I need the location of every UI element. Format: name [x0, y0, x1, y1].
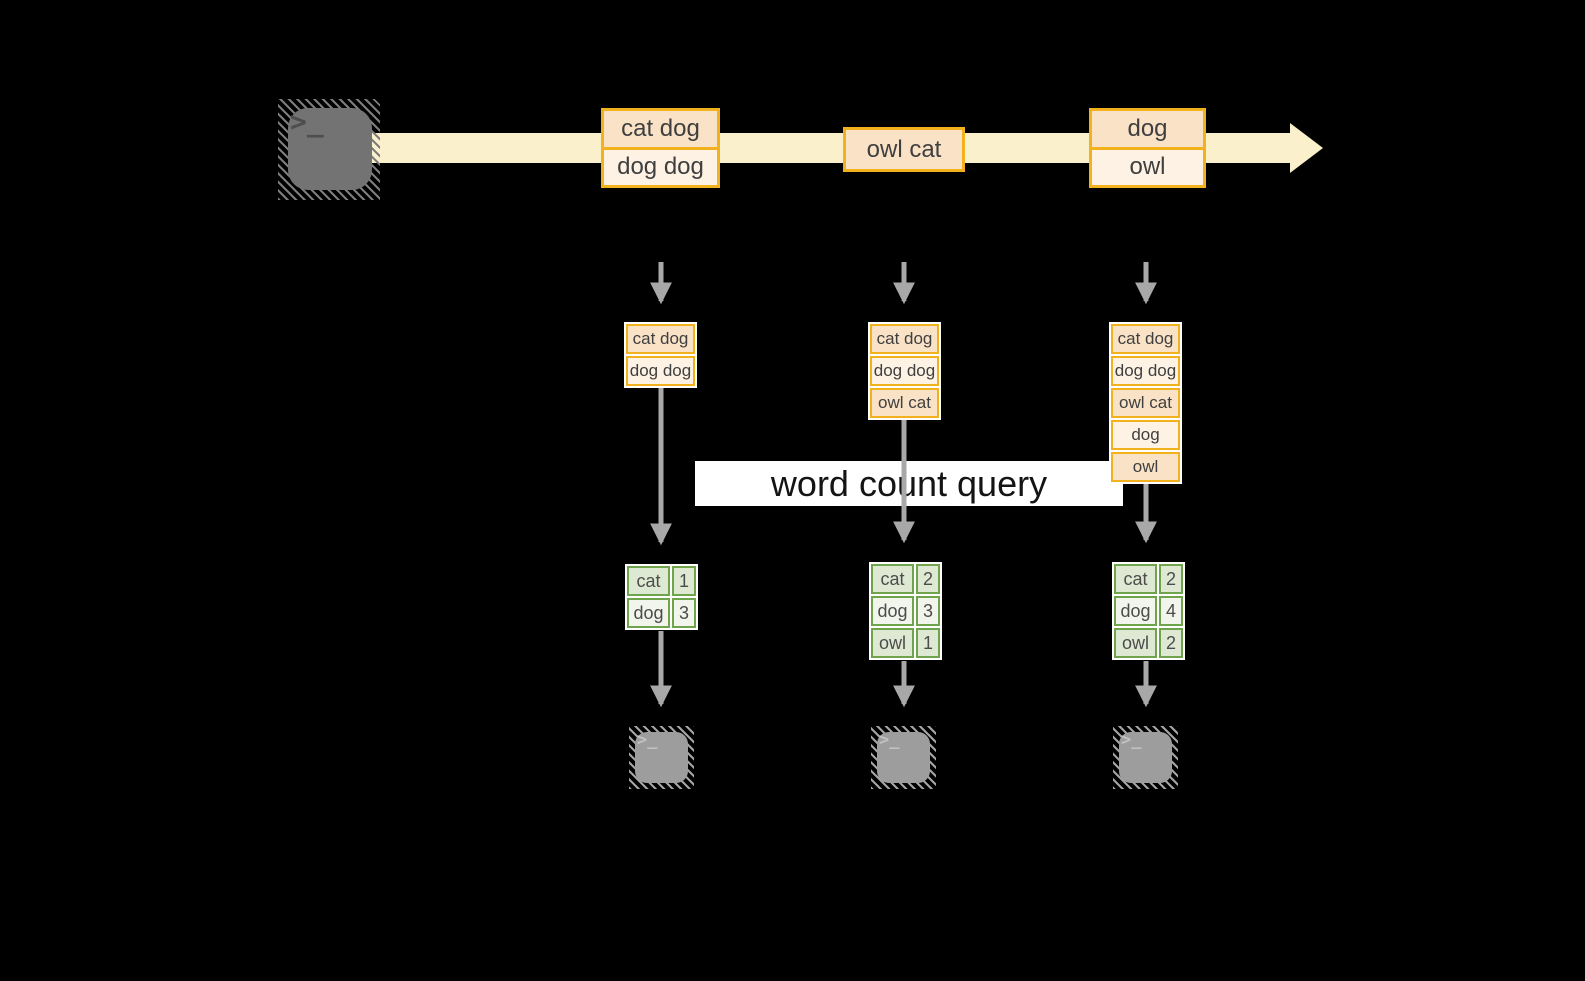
- buffer-line: dog dog: [626, 356, 695, 386]
- terminal-prompt-icon: >_: [1121, 730, 1142, 750]
- event-line: owl cat: [846, 130, 962, 169]
- stream-event-2: owl cat: [843, 127, 965, 172]
- sink-terminal-icon-1: >_: [629, 726, 694, 789]
- count-value: 2: [1159, 564, 1183, 594]
- count-word: owl: [871, 628, 914, 658]
- count-table-3: cat 2 dog 4 owl 2: [1112, 562, 1185, 660]
- count-table-2: cat 2 dog 3 owl 1: [869, 562, 942, 660]
- terminal-icon: [1119, 732, 1172, 783]
- query-label: word count query: [695, 461, 1123, 506]
- sink-terminal-icon-2: >_: [871, 726, 936, 789]
- terminal-icon: [288, 108, 372, 190]
- count-value: 2: [916, 564, 940, 594]
- count-value: 4: [1159, 596, 1183, 626]
- event-line: owl: [1092, 146, 1203, 185]
- count-word: owl: [1114, 628, 1157, 658]
- sink-terminal-icon-3: >_: [1113, 726, 1178, 789]
- event-line: dog dog: [604, 146, 717, 185]
- buffer-line: owl cat: [1111, 388, 1180, 418]
- buffer-stack-1: cat dog dog dog: [624, 322, 697, 388]
- count-table-1: cat 1 dog 3: [625, 564, 698, 630]
- buffer-stack-3: cat dog dog dog owl cat dog owl: [1109, 322, 1182, 484]
- terminal-prompt-icon: >_: [637, 730, 658, 750]
- count-value: 3: [916, 596, 940, 626]
- stream-event-1: cat dog dog dog: [601, 108, 720, 188]
- count-word: dog: [627, 598, 670, 628]
- buffer-line: dog: [1111, 420, 1180, 450]
- count-value: 3: [672, 598, 696, 628]
- buffer-line: cat dog: [626, 324, 695, 354]
- stream-timeline-arrowhead-icon: [1290, 123, 1323, 173]
- buffer-line: owl cat: [870, 388, 939, 418]
- count-value: 1: [916, 628, 940, 658]
- event-line: dog: [1092, 111, 1203, 147]
- terminal-prompt-icon: >_: [290, 105, 324, 138]
- count-word: cat: [1114, 564, 1157, 594]
- buffer-stack-2: cat dog dog dog owl cat: [868, 322, 941, 420]
- terminal-prompt-icon: >_: [879, 730, 900, 750]
- count-word: cat: [871, 564, 914, 594]
- count-word: cat: [627, 566, 670, 596]
- count-value: 1: [672, 566, 696, 596]
- count-word: dog: [871, 596, 914, 626]
- buffer-line: cat dog: [870, 324, 939, 354]
- terminal-icon: [877, 732, 930, 783]
- event-line: cat dog: [604, 111, 717, 147]
- buffer-line: dog dog: [870, 356, 939, 386]
- terminal-icon: [635, 732, 688, 783]
- count-word: dog: [1114, 596, 1157, 626]
- stream-event-3: dog owl: [1089, 108, 1206, 188]
- buffer-line: dog dog: [1111, 356, 1180, 386]
- count-value: 2: [1159, 628, 1183, 658]
- buffer-line: cat dog: [1111, 324, 1180, 354]
- buffer-line: owl: [1111, 452, 1180, 482]
- source-terminal-icon: >_: [278, 99, 380, 200]
